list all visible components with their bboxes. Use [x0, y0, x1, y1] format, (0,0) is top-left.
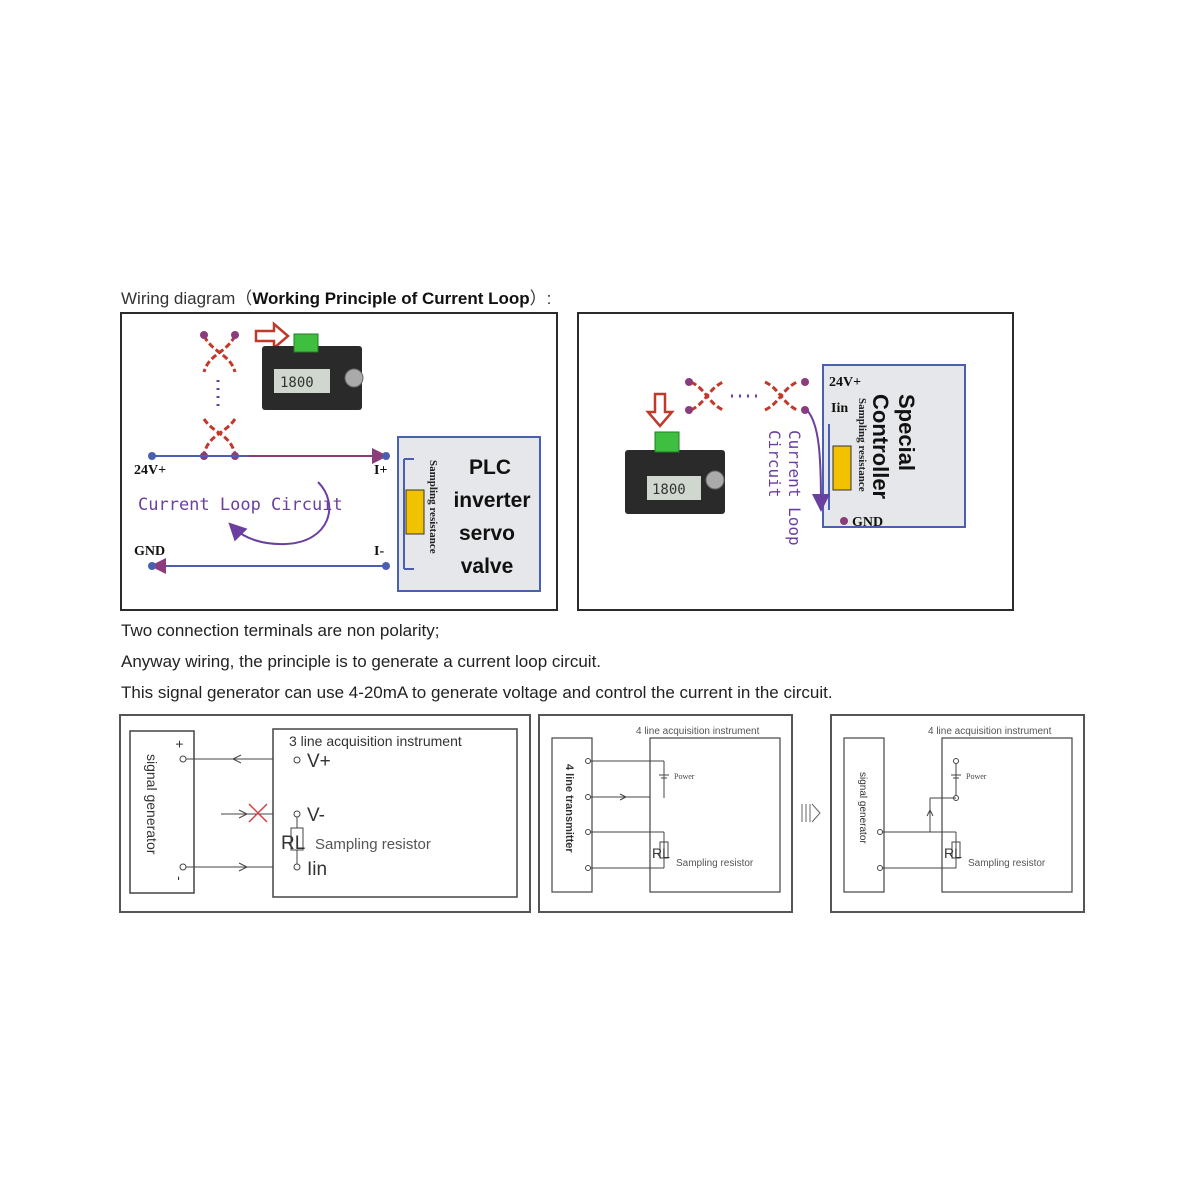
controller-device-box [822, 364, 966, 528]
signal-generator-label: signal generator [857, 772, 868, 844]
terminal-dot [382, 452, 390, 460]
current-loop-label: Current Loop [785, 430, 804, 546]
controller-line-special: Special [894, 394, 919, 471]
terminal-dot [382, 562, 390, 570]
iin-label: Iin [307, 859, 327, 880]
rl-label: RL [652, 845, 670, 861]
resistor-icon [832, 445, 852, 491]
rl-label: RL [944, 845, 962, 861]
label-gnd: GND [852, 515, 883, 530]
device-line-servo: servo [459, 522, 515, 545]
label-iin: Iin [831, 401, 848, 416]
terminal-dot [685, 378, 693, 386]
controller-line-controller: Controller [868, 394, 893, 500]
note-line-2: Anyway wiring, the principle is to gener… [121, 652, 602, 671]
terminal-dot [801, 378, 809, 386]
display-module-icon: 1800 [625, 431, 725, 514]
note-line-3: This signal generator can use 4-20mA to … [121, 683, 833, 702]
cross-icon [690, 380, 798, 412]
rl-label: RL [281, 833, 305, 854]
module-display-value: 1800 [652, 482, 686, 498]
terminal-dot [148, 452, 156, 460]
module-display-value: 1800 [280, 375, 314, 391]
v-plus-label: V+ [307, 751, 331, 772]
label-24v: 24V+ [134, 463, 166, 478]
note-line-1: Two connection terminals are non polarit… [121, 621, 440, 640]
power-label: Power [966, 772, 987, 781]
implies-arrow-icon [801, 803, 821, 823]
cross-icon [202, 335, 237, 455]
device-line-valve: valve [461, 555, 514, 578]
terminal-dot [685, 406, 693, 414]
diagram-4-line-generator-svg: signal generator 4 line acquisition inst… [843, 726, 1073, 893]
panel-right-wiring: 24V+ Iin GND Sampling resistance Special… [577, 312, 1014, 611]
v-minus-label: V- [307, 805, 325, 826]
sampling-resistance-label: Sampling resistance [427, 460, 439, 554]
sampling-resistance-label: Sampling resistance [856, 398, 868, 492]
signal-generator-label: signal generator [144, 754, 160, 855]
minus-label: - [172, 876, 188, 881]
left-wiring-diagram: 1800 24V+ I+ GND I- Current Loop Circuit… [134, 321, 541, 592]
panel-left-wiring: 1800 24V+ I+ GND I- Current Loop Circuit… [120, 312, 558, 611]
sampling-resistor-label: Sampling resistor [968, 858, 1046, 869]
arrow-icon [254, 321, 290, 351]
device-line-plc: PLC [469, 456, 511, 479]
power-label: Power [674, 772, 695, 781]
diagram-4-line-generator: signal generator 4 line acquisition inst… [830, 714, 1085, 913]
plus-label: + [172, 740, 188, 748]
arrow-icon [645, 392, 675, 428]
diagram-4-line-transmitter: 4 line transmitter 4 line acquisition in… [538, 714, 793, 913]
diagram-3-line: signal generator + - 3 line acquisition … [119, 714, 531, 913]
display-module-icon: 1800 [262, 333, 364, 410]
label-gnd: GND [134, 544, 165, 559]
label-24v: 24V+ [829, 375, 861, 390]
resistor-icon [951, 841, 961, 859]
terminal-dot [200, 331, 208, 339]
label-i-plus: I+ [374, 463, 387, 478]
terminal-dot [231, 331, 239, 339]
resistor-icon [405, 489, 425, 535]
current-loop-label: Current Loop Circuit [138, 495, 343, 515]
instrument-label: 3 line acquisition instrument [289, 733, 462, 749]
sampling-resistor-label: Sampling resistor [676, 858, 754, 869]
resistor-icon [659, 841, 669, 859]
current-loop-label-circuit: Circuit [765, 430, 784, 497]
sampling-resistor-label: Sampling resistor [315, 836, 431, 853]
label-i-minus: I- [374, 544, 384, 559]
diagram-4-line-transmitter-svg: 4 line transmitter 4 line acquisition in… [551, 726, 781, 893]
instrument-label: 4 line acquisition instrument [928, 726, 1052, 737]
cross-icon [248, 803, 268, 823]
terminal-dot [801, 406, 809, 414]
diagram-3-line-svg: signal generator + - 3 line acquisition … [129, 728, 518, 898]
right-wiring-diagram: 24V+ Iin GND Sampling resistance Special… [625, 364, 966, 546]
terminal-dot [148, 562, 156, 570]
instrument-label: 4 line acquisition instrument [636, 726, 760, 737]
diagram-heading: Wiring diagram（Working Principle of Curr… [121, 289, 552, 308]
transmitter-label: 4 line transmitter [563, 764, 575, 853]
device-line-inverter: inverter [453, 489, 530, 512]
terminal-dot [840, 517, 848, 525]
